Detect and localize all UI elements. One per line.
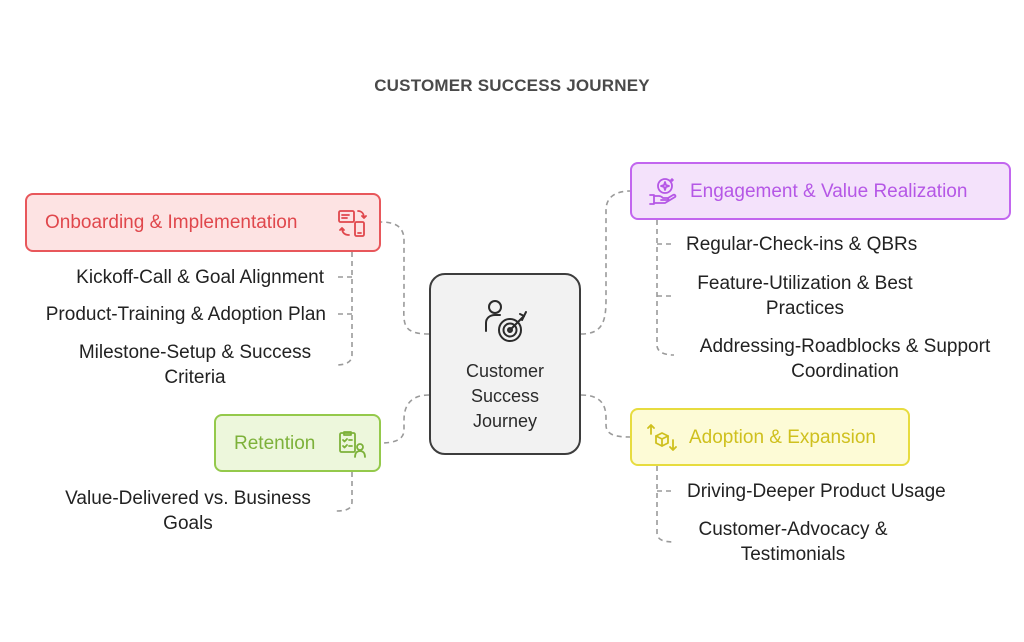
center-label: Customer Success Journey <box>431 359 579 434</box>
item-line: Milestone-Setup & Success <box>78 342 312 363</box>
customer-target-icon <box>485 300 527 342</box>
onboarding-item: Kickoff-Call & Goal Alignment <box>76 265 324 290</box>
connector-retention <box>380 394 430 444</box>
hand-sparkle-icon <box>649 178 677 205</box>
connector-onboarding <box>380 221 430 335</box>
adoption-item: Driving-Deeper Product Usage <box>687 479 946 504</box>
item-line: Value-Delivered vs. Business <box>65 488 311 509</box>
item-line: Coordination <box>791 361 899 382</box>
item-line: Goals <box>163 513 213 534</box>
branch-retention-label: Retention <box>234 433 316 454</box>
item-line: Product-Training & Adoption Plan <box>45 304 326 325</box>
item-line: Driving-Deeper Product Usage <box>687 481 946 502</box>
connector-engagement <box>580 190 631 335</box>
boxes-arrows-icon <box>647 424 677 451</box>
connector-engagement-items <box>656 220 675 356</box>
branch-retention: Retention <box>214 414 381 472</box>
connector-onboarding-items <box>335 252 353 366</box>
branch-engagement-label: Engagement & Value Realization <box>690 181 968 202</box>
item-line: Addressing-Roadblocks & Support <box>699 336 991 357</box>
checklist-person-icon <box>339 431 366 458</box>
devices-sync-icon <box>338 210 367 237</box>
branch-onboarding-label: Onboarding & Implementation <box>45 212 298 233</box>
item-line: Kickoff-Call & Goal Alignment <box>76 267 324 288</box>
engagement-item: Feature-Utilization & Best Practices <box>680 271 930 321</box>
connector-retention-items <box>335 472 353 512</box>
engagement-item: Addressing-Roadblocks & Support Coordina… <box>682 334 1008 384</box>
item-line: Practices <box>765 298 845 319</box>
connector-adoption <box>580 394 631 438</box>
center-label-line: Journey <box>472 411 538 431</box>
engagement-item: Regular-Check-ins & QBRs <box>686 232 917 257</box>
adoption-item: Customer-Advocacy & Testimonials <box>680 517 906 567</box>
branch-adoption: Adoption & Expansion <box>630 408 910 466</box>
diagram-title: CUSTOMER SUCCESS JOURNEY <box>374 76 650 95</box>
center-node: Customer Success Journey <box>429 273 581 455</box>
branch-adoption-label: Adoption & Expansion <box>689 427 876 448</box>
center-label-line: Customer <box>465 361 545 381</box>
retention-item: Value-Delivered vs. Business Goals <box>48 486 328 536</box>
onboarding-item: Product-Training & Adoption Plan <box>46 302 326 327</box>
center-label-line: Success <box>470 386 540 406</box>
item-line: Regular-Check-ins & QBRs <box>686 234 918 255</box>
branch-engagement: Engagement & Value Realization <box>630 162 1011 220</box>
item-line: Criteria <box>164 367 226 388</box>
connector-adoption-items <box>656 466 675 543</box>
item-line: Feature-Utilization & Best <box>697 273 913 294</box>
item-line: Customer-Advocacy & <box>698 519 888 540</box>
branch-onboarding: Onboarding & Implementation <box>25 193 381 252</box>
onboarding-item: Milestone-Setup & Success Criteria <box>60 340 330 390</box>
item-line: Testimonials <box>740 544 846 565</box>
